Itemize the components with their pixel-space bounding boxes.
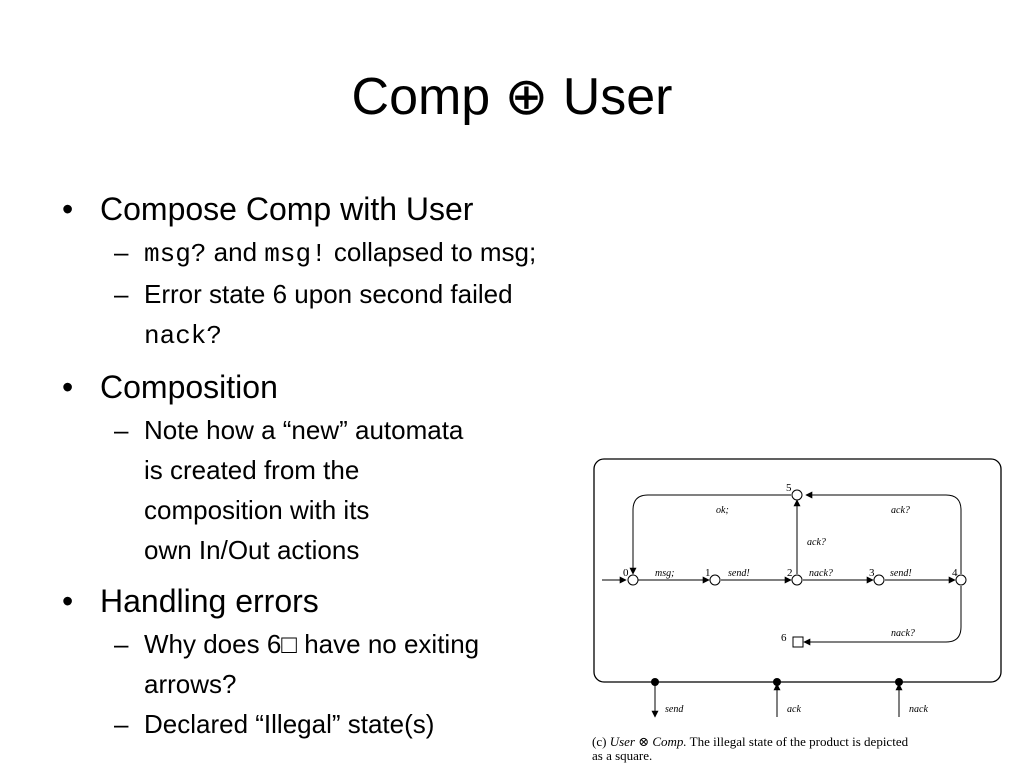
label-ok: ok; bbox=[716, 505, 729, 516]
code-msg-out: msg! bbox=[264, 239, 327, 269]
label-ack-1: ack? bbox=[807, 537, 826, 548]
sub-bullet-why: – Why does 6□ have no exiting arrows? bbox=[62, 624, 562, 704]
label-msg: msg; bbox=[655, 568, 674, 579]
port-label-ack: ack bbox=[787, 704, 801, 715]
dash-marker: – bbox=[114, 415, 129, 445]
note-line-1: Note how a “new” automata bbox=[144, 415, 464, 445]
why-line-1: Why does 6□ have no exiting bbox=[144, 629, 480, 659]
state-0 bbox=[627, 574, 639, 586]
edge-4-6 bbox=[803, 586, 962, 646]
code-nack: nack? bbox=[144, 321, 223, 351]
caption-text-2: as a square. bbox=[592, 748, 653, 763]
port-ack-dot bbox=[773, 678, 781, 686]
text-collapsed: collapsed to msg; bbox=[326, 237, 537, 267]
state-label-6: 6 bbox=[781, 632, 787, 644]
slide-title: Comp ⊕ User bbox=[351, 68, 673, 126]
dash-marker: – bbox=[114, 279, 129, 309]
label-send-2: send! bbox=[890, 568, 912, 579]
state-label-1: 1 bbox=[705, 567, 711, 579]
caption-expression: User ⊗ Comp. bbox=[609, 734, 687, 749]
bullet-composition: Composition bbox=[62, 364, 562, 410]
sub-bullet-error-state: – Error state 6 upon second failed nack? bbox=[62, 274, 562, 356]
state-label-0: 0 bbox=[623, 567, 629, 579]
edge-4-5 bbox=[805, 491, 962, 574]
automaton-frame bbox=[593, 458, 1002, 683]
why-line-2: arrows? bbox=[144, 669, 237, 699]
bullet-list: Compose Comp with User – msg? and msg! c… bbox=[62, 186, 562, 744]
note-line-4: own In/Out actions bbox=[144, 535, 360, 565]
caption-label: (c) bbox=[592, 734, 607, 749]
state-2 bbox=[791, 574, 803, 586]
ports: send ack nack bbox=[651, 678, 928, 718]
edge-5-0 bbox=[629, 494, 791, 575]
sub-bullet-collapsed: – msg? and msg! collapsed to msg; bbox=[62, 232, 562, 274]
automaton-diagram: 0 1 2 3 4 5 6 msg; send! nack? send! ack… bbox=[593, 458, 1002, 718]
state-6-illegal bbox=[792, 636, 804, 648]
label-send-1: send! bbox=[728, 568, 750, 579]
label-nack-2: nack? bbox=[891, 628, 915, 639]
dash-marker: – bbox=[114, 709, 129, 739]
note-line-2: is created from the bbox=[144, 455, 360, 485]
bullet-compose: Compose Comp with User bbox=[62, 186, 562, 232]
label-nack-1: nack? bbox=[809, 568, 833, 579]
figure-caption: (c) User ⊗ Comp. The illegal state of th… bbox=[592, 735, 1004, 763]
text-and: and bbox=[206, 237, 265, 267]
code-msg-in: msg? bbox=[144, 239, 207, 269]
dash-marker: – bbox=[114, 629, 129, 659]
port-nack-dot bbox=[895, 678, 903, 686]
port-label-send: send bbox=[665, 704, 684, 715]
state-3 bbox=[873, 574, 885, 586]
text-error-state: Error state 6 upon second failed bbox=[144, 279, 513, 309]
dash-marker: – bbox=[114, 237, 129, 267]
note-line-3: composition with its bbox=[144, 495, 370, 525]
state-label-2: 2 bbox=[787, 567, 793, 579]
sub-bullet-note: – Note how a “new” automata is created f… bbox=[62, 410, 562, 570]
port-send-dot bbox=[651, 678, 659, 686]
state-label-4: 4 bbox=[952, 567, 958, 579]
state-4 bbox=[955, 574, 967, 586]
sub-bullet-illegal: – Declared “Illegal” state(s) bbox=[62, 704, 562, 744]
state-label-3: 3 bbox=[869, 567, 875, 579]
bullet-handling-errors: Handling errors bbox=[62, 578, 562, 624]
port-label-nack: nack bbox=[909, 704, 928, 715]
label-ack-2: ack? bbox=[891, 505, 910, 516]
state-label-5: 5 bbox=[786, 482, 792, 494]
state-1 bbox=[709, 574, 721, 586]
caption-text-1: The illegal state of the product is depi… bbox=[686, 734, 909, 749]
state-5 bbox=[791, 489, 803, 501]
illegal-line: Declared “Illegal” state(s) bbox=[144, 709, 435, 739]
